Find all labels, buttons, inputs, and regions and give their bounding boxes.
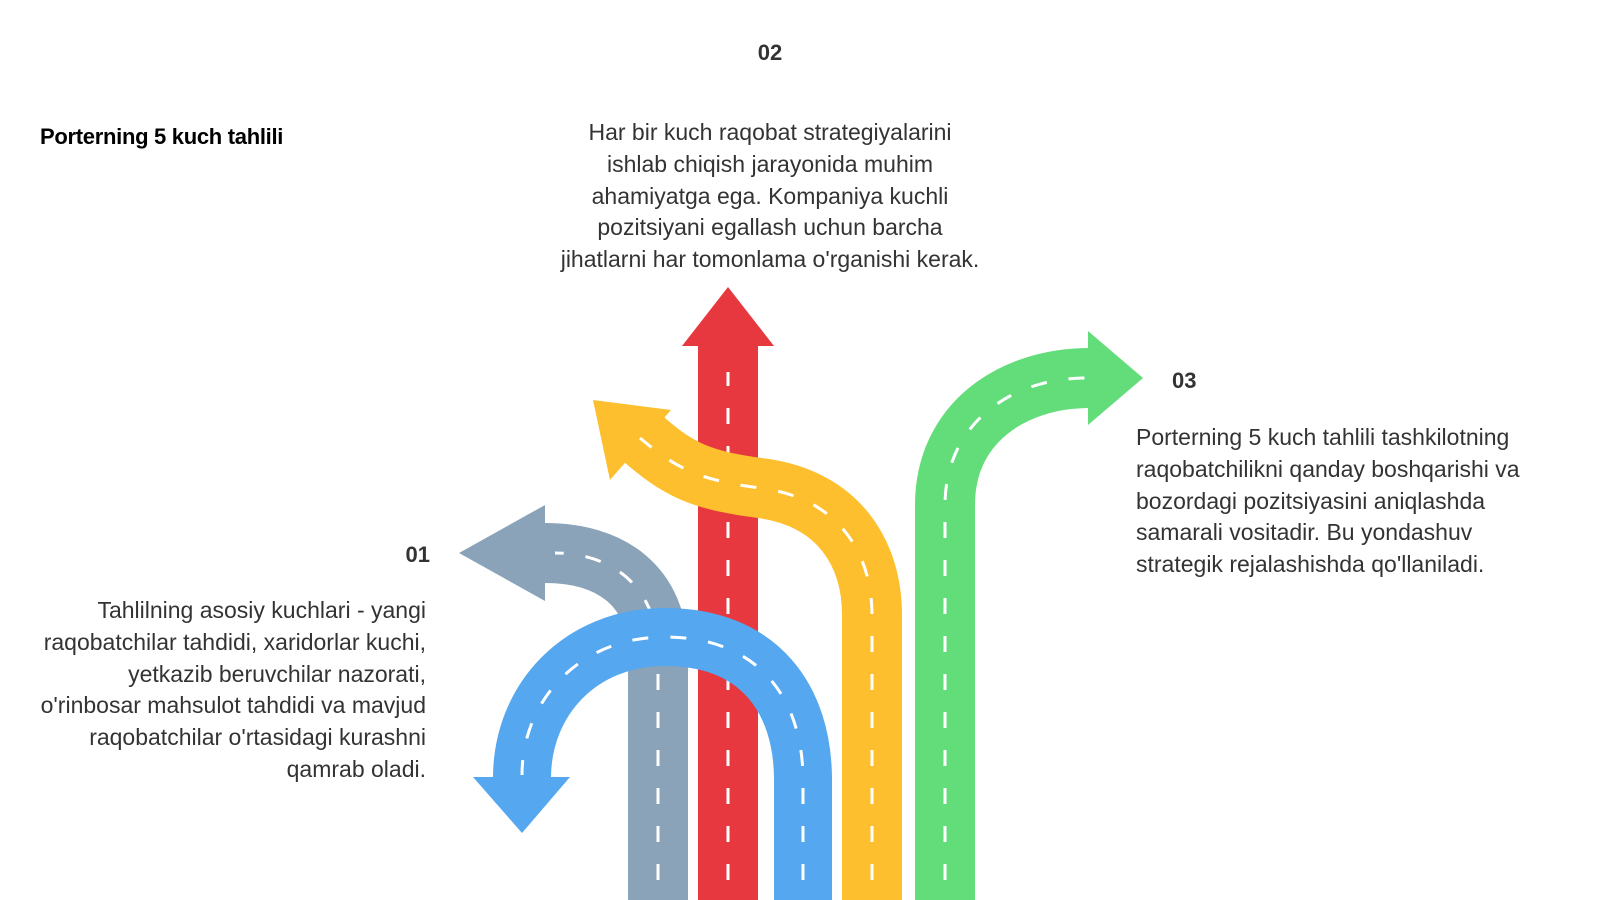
step-number-03: 03 <box>1172 368 1197 393</box>
step-number-01: 01 <box>405 542 430 567</box>
page-title: Porterning 5 kuch tahlili <box>40 124 284 149</box>
step-text-02: Har bir kuch raqobat strategiyalarini is… <box>560 119 980 273</box>
red-arrow <box>682 287 774 900</box>
blue-arrow <box>473 608 832 900</box>
step-text-03: Porterning 5 kuch tahlili tashkilotning … <box>1136 424 1520 578</box>
yellow-arrow <box>593 400 902 900</box>
green-arrow <box>915 331 1143 900</box>
step-number-02: 02 <box>757 40 783 65</box>
step-text-01: Tahlilning asosiy kuchlari - yangi raqob… <box>40 597 426 782</box>
